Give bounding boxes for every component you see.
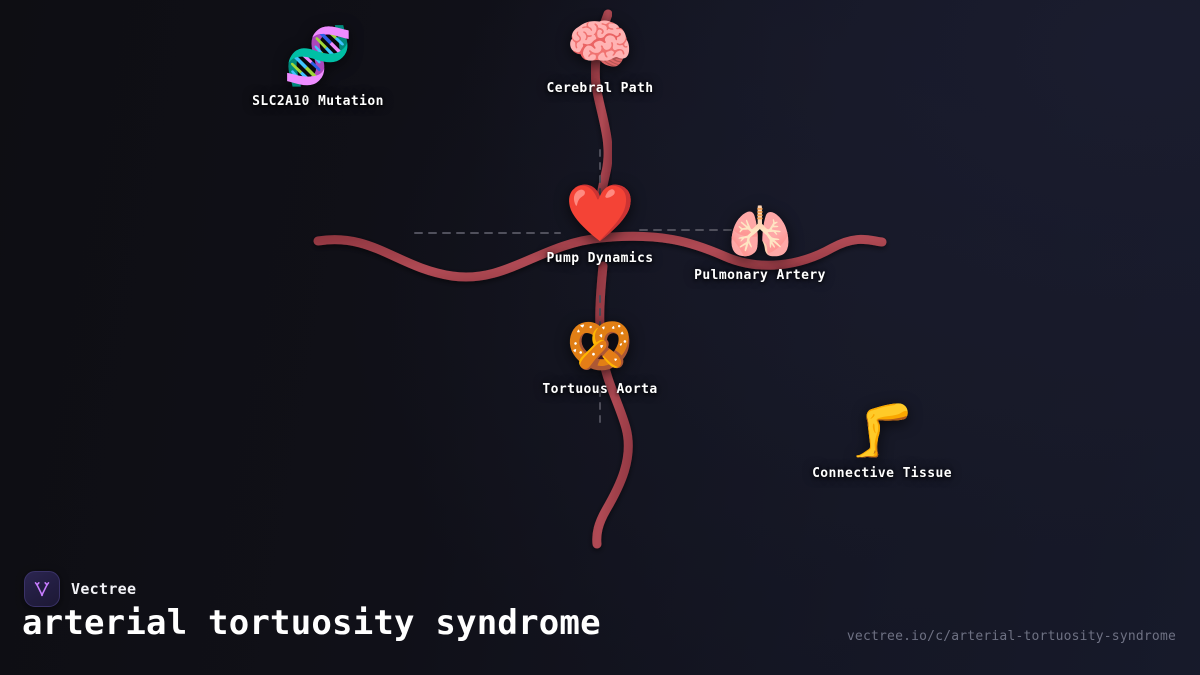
graph-node-pump-dynamics[interactable]: ❤️ Pump Dynamics [546, 181, 654, 267]
vectree-logo [24, 571, 60, 607]
graph-node-label: Cerebral Path [546, 81, 654, 96]
graph-node-connective-tissue[interactable]: 🦵 Connective Tissue [812, 405, 952, 481]
graph-node-label: Pulmonary Artery [694, 268, 826, 283]
graph-node-tortuous-aorta[interactable]: 🥨 Tortuous Aorta [542, 314, 658, 398]
graph-node-label: SLC2A10 Mutation [252, 94, 384, 109]
graph-node-label: Connective Tissue [812, 466, 952, 481]
graph-node-pulmonary-artery[interactable]: 🫁 Pulmonary Artery [694, 207, 826, 283]
footer-bar: Vectree arterial tortuosity syndrome vec… [0, 555, 1200, 675]
graph-node-label: Pump Dynamics [546, 251, 654, 266]
page-title: arterial tortuosity syndrome [22, 603, 601, 643]
edge-cerebral-artery [590, 9, 613, 227]
graph-node-slc2a10-mutation[interactable]: 🧬 SLC2A10 Mutation [252, 24, 384, 110]
brand-name: Vectree [71, 580, 137, 598]
vectree-v-tree-icon [34, 582, 50, 597]
edge-horizontal-artery [313, 231, 887, 282]
brand: Vectree [24, 571, 136, 607]
lungs-icon: 🫁 [727, 203, 793, 263]
graph-node-label: Tortuous Aorta [542, 382, 658, 397]
edge-aortic-artery [592, 261, 633, 549]
pretzel-icon: 🥨 [566, 314, 634, 377]
leg-icon: 🦵 [849, 401, 915, 461]
graph-node-cerebral-path[interactable]: 🧠 Cerebral Path [546, 13, 654, 97]
brain-icon: 🧠 [566, 13, 634, 76]
dna-icon: 🧬 [283, 24, 353, 89]
footer-url: vectree.io/c/arterial-tortuosity-syndrom… [846, 629, 1176, 644]
heart-icon: ❤️ [565, 181, 635, 246]
